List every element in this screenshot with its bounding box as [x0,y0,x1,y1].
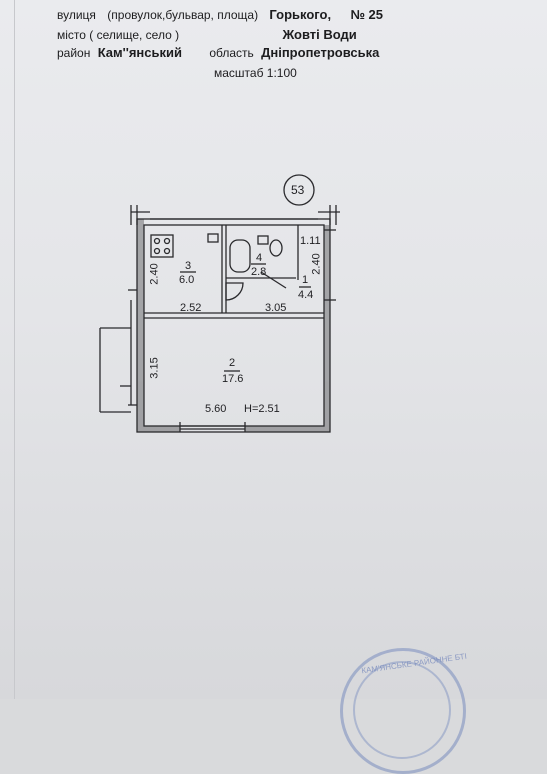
floor-plan [99,174,340,433]
dim-left-top: 2.40 [148,263,161,285]
city-line: місто ( селище, село ) Жовті Води [57,27,357,43]
room-3-area: 6.0 [179,274,195,286]
dim-corridor: 1.11 [300,235,321,247]
room-2-number: 2 [229,357,236,369]
street-line: вулиця (провулок,бульвар, площа) Горьког… [57,7,384,23]
outer-wall-outer [136,218,331,433]
room-1-area: 4.4 [298,289,314,301]
district-label: район [57,46,91,60]
seal-inner-ring [353,661,451,759]
district-line: район Кам''янський область Дніпропетровс… [57,45,380,61]
house-number: № 25 [350,7,384,22]
city-value: Жовті Води [282,27,357,42]
building-number: 53 [291,183,305,197]
dim-mid-right: 3.05 [265,302,287,314]
dim-height: H=2.51 [244,403,280,415]
street-label: вулиця [57,8,96,22]
room-3-number: 3 [185,260,192,272]
street-value: Горького, [269,7,332,22]
district-value: Кам''янський [97,45,182,60]
seal-stamp: КАМ'ЯНСЬКЕ РАЙОННЕ БТІ [340,648,467,774]
dim-bottom: 5.60 [205,403,227,415]
room-2-area: 17.6 [222,373,244,385]
dim-left-bottom: 3.15 [148,357,161,379]
dim-right-top: 2.40 [310,253,323,275]
city-label: місто ( селище, село ) [57,28,180,42]
region-value: Дніпропетровська [261,45,380,60]
room-1-number: 1 [302,274,309,286]
region-label: область [209,46,254,60]
dim-mid-left: 2.52 [180,302,202,314]
room-4-area: 2.8 [251,266,267,278]
room-4-number: 4 [256,252,263,264]
scale-label: масштаб 1:100 [214,66,297,80]
street-hint: (провулок,бульвар, площа) [107,8,259,22]
outer-wall-inner [143,224,325,427]
